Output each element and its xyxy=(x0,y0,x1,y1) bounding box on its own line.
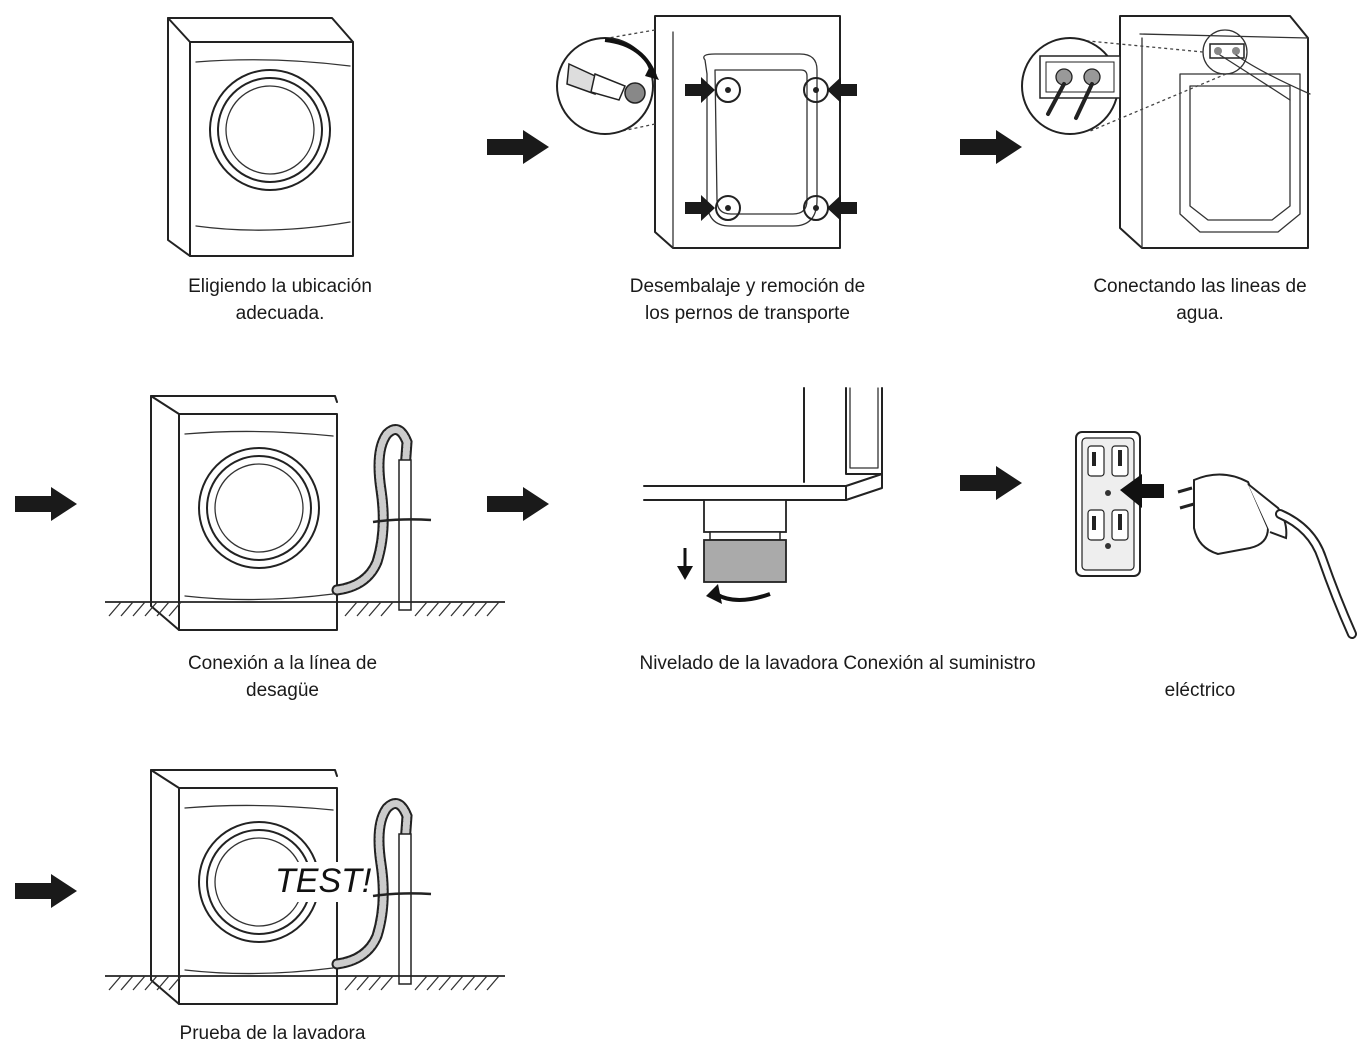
step-4-caption: Conexión a la línea de desagüe xyxy=(187,653,378,701)
test-washer-icon: TEST! xyxy=(105,769,505,1005)
front-load-washer-icon xyxy=(167,17,354,257)
right-arrow-icon xyxy=(15,487,77,521)
step-5-leveling-illustration xyxy=(640,387,890,628)
power-plug-icon xyxy=(1075,431,1357,639)
transport-bolts-icon xyxy=(556,15,857,249)
drain-hose-icon xyxy=(105,395,505,631)
step-3-water-illustration xyxy=(1020,14,1312,260)
test-badge: TEST! xyxy=(275,862,372,900)
step-7-test-illustration: TEST! xyxy=(105,764,505,1010)
right-arrow-icon xyxy=(960,466,1022,500)
step-6-caption: eléctrico xyxy=(1164,680,1236,701)
step-4-drain-illustration xyxy=(105,390,505,636)
right-arrow-icon xyxy=(15,874,77,908)
step-5-caption: Nivelado de la lavadora Conexión al sumi… xyxy=(639,653,1036,674)
right-arrow-icon xyxy=(960,130,1022,164)
step-2-bolts-illustration xyxy=(555,14,857,260)
step-3-caption: Conectando las lineas de agua. xyxy=(1093,276,1307,324)
step-1-washer-illustration xyxy=(160,14,360,260)
step-1-caption: Eligiendo la ubicación adecuada. xyxy=(188,276,372,324)
water-inlet-icon xyxy=(1021,15,1311,249)
step-7-caption: Prueba de la lavadora xyxy=(179,1023,366,1044)
right-arrow-icon xyxy=(487,130,549,164)
leveling-foot-icon xyxy=(643,387,883,604)
step-6-power-illustration xyxy=(1072,428,1357,639)
step-2-caption: Desembalaje y remoción de los pernos de … xyxy=(629,276,866,324)
right-arrow-icon xyxy=(487,487,549,521)
